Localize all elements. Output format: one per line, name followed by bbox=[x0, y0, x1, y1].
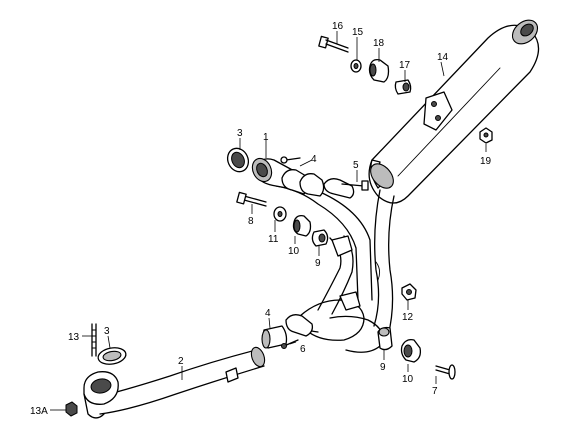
callout-16: 16 bbox=[332, 21, 344, 32]
part-3-gasket-lower bbox=[97, 347, 127, 365]
part-3-gasket-upper bbox=[226, 147, 250, 173]
callout-18: 18 bbox=[373, 38, 385, 49]
muffler bbox=[368, 19, 540, 204]
callout-3-upper: 3 bbox=[237, 128, 243, 139]
part-9-collar-upper bbox=[311, 229, 329, 247]
callout-3-lower: 3 bbox=[104, 326, 110, 337]
part-16-bolt bbox=[318, 35, 349, 53]
callout-9-lower: 9 bbox=[380, 362, 386, 373]
part-13a-nut bbox=[65, 401, 78, 417]
callout-13: 13 bbox=[68, 332, 80, 343]
part-4-clamp-upper bbox=[280, 156, 325, 197]
callout-7: 7 bbox=[432, 386, 438, 397]
leader-lines bbox=[50, 31, 487, 411]
part-10-grommet-lower bbox=[400, 338, 422, 363]
part-11-washer bbox=[273, 206, 287, 222]
part-19-nut bbox=[479, 127, 493, 144]
callout-1: 1 bbox=[263, 132, 269, 143]
part-13-stud bbox=[91, 323, 97, 357]
part-15-washer bbox=[350, 59, 362, 73]
part-2-front-pipe bbox=[83, 346, 266, 419]
callout-8: 8 bbox=[248, 216, 254, 227]
part-7-bolt bbox=[435, 364, 456, 380]
callout-15: 15 bbox=[352, 27, 364, 38]
part-9-collar-lower bbox=[377, 326, 393, 351]
callout-4-lower: 4 bbox=[265, 308, 271, 319]
callout-6: 6 bbox=[300, 344, 306, 355]
callout-19: 19 bbox=[480, 156, 492, 167]
part-10-grommet-upper bbox=[292, 214, 312, 237]
callout-4-upper: 4 bbox=[311, 154, 317, 165]
callout-10-upper: 10 bbox=[288, 246, 300, 257]
callout-13a: 13A bbox=[30, 406, 48, 417]
callout-9-upper: 9 bbox=[315, 258, 321, 269]
part-12-nut bbox=[401, 283, 417, 301]
callout-10-lower: 10 bbox=[402, 374, 414, 385]
part-8-bolt bbox=[236, 191, 267, 207]
part-6-bolt bbox=[281, 314, 314, 349]
callout-17: 17 bbox=[399, 60, 411, 71]
callout-14: 14 bbox=[437, 52, 449, 63]
part-5-bolt bbox=[323, 178, 369, 199]
part-18-grommet bbox=[368, 58, 390, 83]
callout-labels: 16 15 18 14 17 3 1 4 5 19 8 11 10 9 12 4… bbox=[30, 21, 492, 417]
callout-11: 11 bbox=[268, 234, 279, 245]
callout-2: 2 bbox=[178, 356, 184, 367]
callout-12: 12 bbox=[402, 312, 414, 323]
callout-5: 5 bbox=[353, 160, 359, 171]
part-17-collar bbox=[394, 79, 412, 95]
